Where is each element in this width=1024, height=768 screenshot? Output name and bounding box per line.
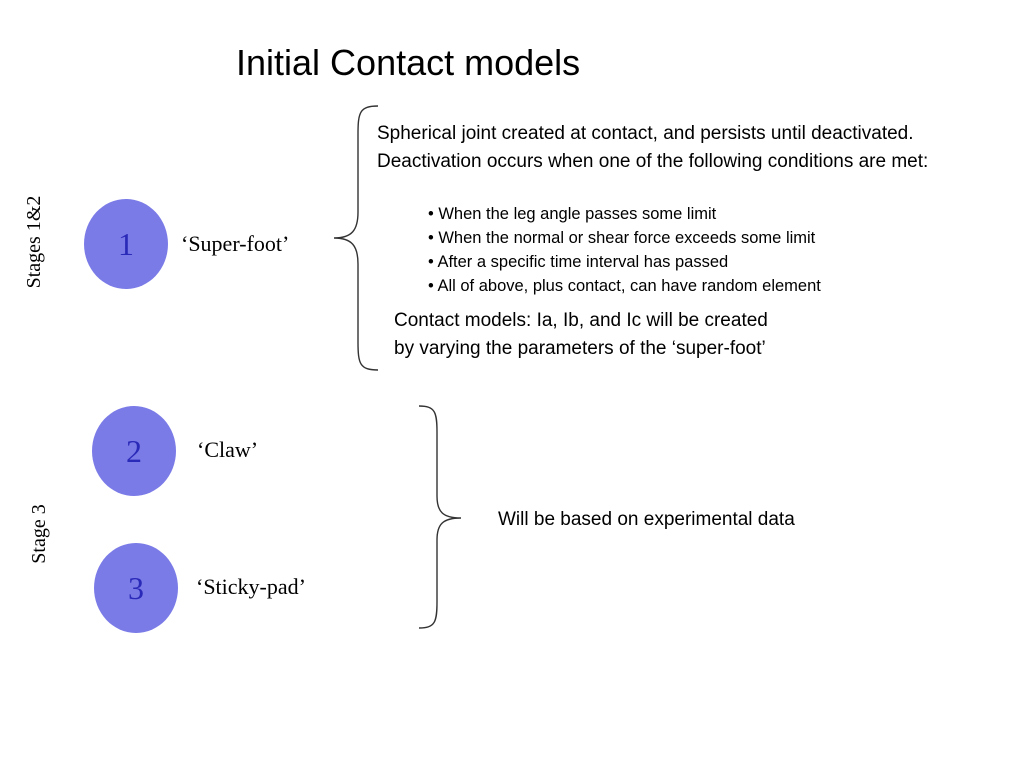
model-3-circle: 3: [94, 543, 178, 633]
condition-item: • When the normal or shear force exceeds…: [428, 229, 816, 247]
model-2-label: ‘Claw’: [197, 437, 259, 462]
condition-item: • When the leg angle passes some limit: [428, 205, 717, 223]
superfoot-note: Contact models: Ia, Ib, and Ic will be c…: [394, 307, 768, 363]
model-3-number: 3: [128, 569, 144, 606]
deactivation-conditions-list: • When the leg angle passes some limit •…: [428, 202, 821, 298]
model-2-circle: 2: [92, 406, 176, 496]
superfoot-note-line: Contact models: Ia, Ib, and Ic will be c…: [394, 310, 768, 331]
condition-item: • All of above, plus contact, can have r…: [428, 277, 821, 295]
condition-item: • After a specific time interval has pas…: [428, 253, 729, 271]
model-2-number: 2: [126, 432, 142, 469]
brace-superfoot: [333, 105, 379, 371]
brace-stage3: [418, 405, 462, 629]
slide-title: Initial Contact models: [236, 42, 581, 83]
superfoot-note-line: by varying the parameters of the ‘super-…: [394, 338, 766, 359]
stage3-note: Will be based on experimental data: [498, 509, 795, 530]
superfoot-description: Spherical joint created at contact, and …: [377, 123, 929, 172]
stage-label-3: Stage 3: [28, 504, 50, 564]
model-1-number: 1: [118, 225, 134, 262]
model-3-label: ‘Sticky-pad’: [196, 574, 306, 599]
model-1-label: ‘Super-foot’: [181, 231, 290, 256]
stage-label-1-2: Stages 1&2: [23, 195, 45, 289]
model-1-circle: 1: [84, 199, 168, 289]
